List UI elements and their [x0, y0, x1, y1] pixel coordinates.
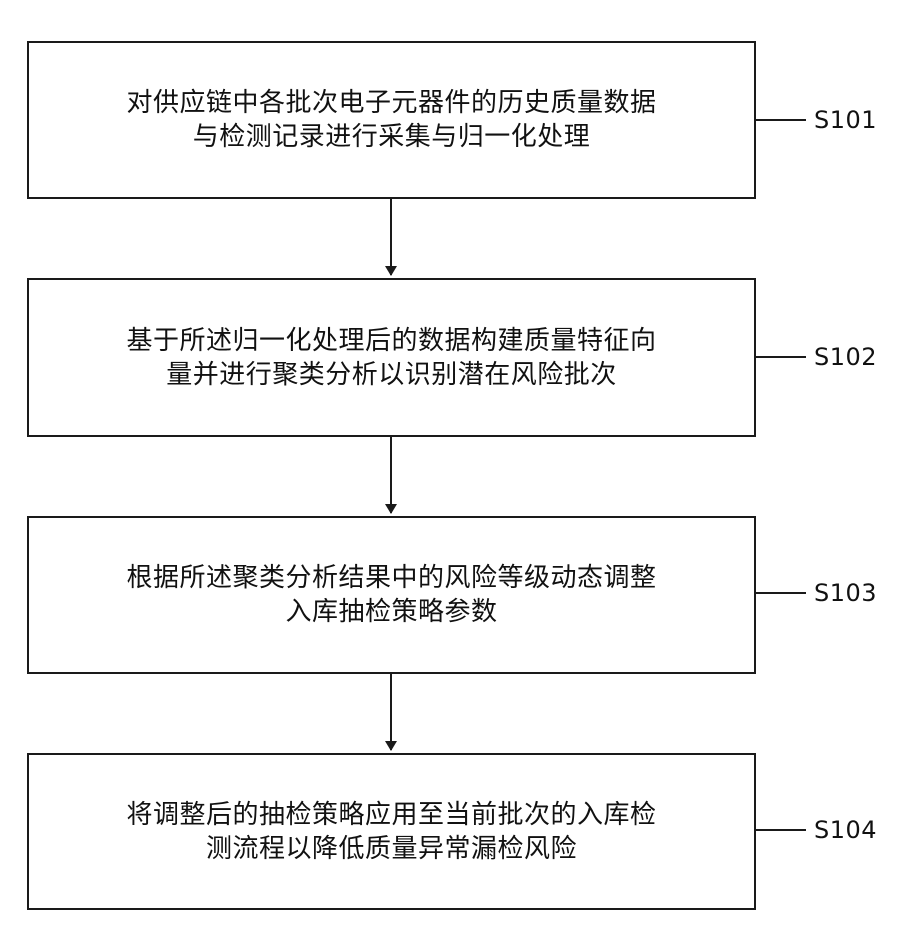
step-line: 量并进行聚类分析以识别潜在风险批次 [126, 358, 656, 392]
step-text-s102: 基于所述归一化处理后的数据构建质量特征向 量并进行聚类分析以识别潜在风险批次 [126, 324, 656, 392]
step-text-s104: 将调整后的抽检策略应用至当前批次的入库检 测流程以降低质量异常漏检风险 [126, 798, 656, 866]
step-box-s102: 基于所述归一化处理后的数据构建质量特征向 量并进行聚类分析以识别潜在风险批次 [27, 278, 756, 437]
step-box-s101: 对供应链中各批次电子元器件的历史质量数据 与检测记录进行采集与归一化处理 [27, 41, 756, 199]
step-box-s103: 根据所述聚类分析结果中的风险等级动态调整 入库抽检策略参数 [27, 516, 756, 674]
step-text-s101: 对供应链中各批次电子元器件的历史质量数据 与检测记录进行采集与归一化处理 [126, 86, 656, 154]
step-label-s104: S104 [814, 816, 877, 844]
step-label-s102: S102 [814, 343, 877, 371]
step-label-s101: S101 [814, 106, 877, 134]
step-line: 对供应链中各批次电子元器件的历史质量数据 [126, 86, 656, 120]
step-line: 入库抽检策略参数 [126, 595, 656, 629]
step-line: 将调整后的抽检策略应用至当前批次的入库检 [126, 798, 656, 832]
step-line: 根据所述聚类分析结果中的风险等级动态调整 [126, 561, 656, 595]
step-text-s103: 根据所述聚类分析结果中的风险等级动态调整 入库抽检策略参数 [126, 561, 656, 629]
step-line: 与检测记录进行采集与归一化处理 [126, 120, 656, 154]
step-box-s104: 将调整后的抽检策略应用至当前批次的入库检 测流程以降低质量异常漏检风险 [27, 753, 756, 910]
step-label-s103: S103 [814, 579, 877, 607]
step-line: 基于所述归一化处理后的数据构建质量特征向 [126, 324, 656, 358]
step-line: 测流程以降低质量异常漏检风险 [126, 832, 656, 866]
